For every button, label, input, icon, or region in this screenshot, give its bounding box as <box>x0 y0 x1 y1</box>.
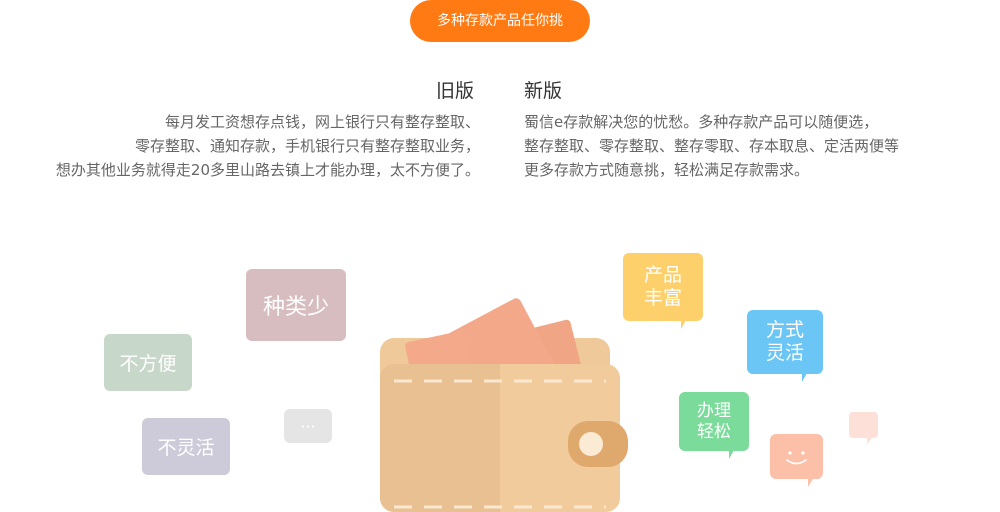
new-version-title: 新版 <box>524 80 563 102</box>
bubble-rich-products: 产品丰富 <box>623 253 703 329</box>
bubble-line: 轻松 <box>697 421 731 442</box>
tag-inflexible: 不灵活 <box>142 418 230 475</box>
tag-few-types: 种类少 <box>246 269 346 341</box>
bubble-line: 丰富 <box>643 287 682 309</box>
bubble-line: 办理 <box>697 401 731 422</box>
deposit-products-button[interactable]: 多种存款产品任你挑 <box>410 0 590 42</box>
old-line: 每月发工资想存点钱，网上银行只有整存整取、 <box>164 113 480 131</box>
tag-more-ellipsis: ··· <box>284 409 332 443</box>
smile-bubble-icon <box>770 434 823 487</box>
old-version-description: 每月发工资想存点钱，网上银行只有整存整取、 零存整取、通知存款，手机银行只有整存… <box>20 110 480 182</box>
new-line: 蜀信e存款解决您的忧愁。多种存款产品可以随便选， <box>524 113 879 131</box>
new-version-description: 蜀信e存款解决您的忧愁。多种存款产品可以随便选， 整存整取、零存整取、整存零取、… <box>524 110 944 182</box>
new-line: 整存整取、零存整取、整存零取、存本取息、定活两便等 <box>524 137 900 155</box>
bubble-easy-handling: 办理轻松 <box>679 392 749 459</box>
bubble-line: 方式 <box>765 319 804 342</box>
tag-inconvenient: 不方便 <box>104 334 192 391</box>
bubble-flexible-methods: 方式灵活 <box>747 310 823 382</box>
wallet-shadow <box>380 364 500 512</box>
old-line: 零存整取、通知存款，手机银行只有整存整取业务， <box>134 137 480 155</box>
small-bubble-icon <box>849 412 878 444</box>
old-line: 想办其他业务就得走20多里山路去镇上才能办理，太不方便了。 <box>55 161 480 179</box>
old-version-title: 旧版 <box>436 80 475 102</box>
bubble-line: 灵活 <box>765 342 804 364</box>
smile-icon <box>786 451 807 465</box>
clasp-button-icon <box>579 432 603 456</box>
wallet-illustration <box>380 298 628 512</box>
new-line: 更多存款方式随意挑，轻松满足存款需求。 <box>524 161 810 179</box>
bubble-line: 产品 <box>643 264 682 287</box>
